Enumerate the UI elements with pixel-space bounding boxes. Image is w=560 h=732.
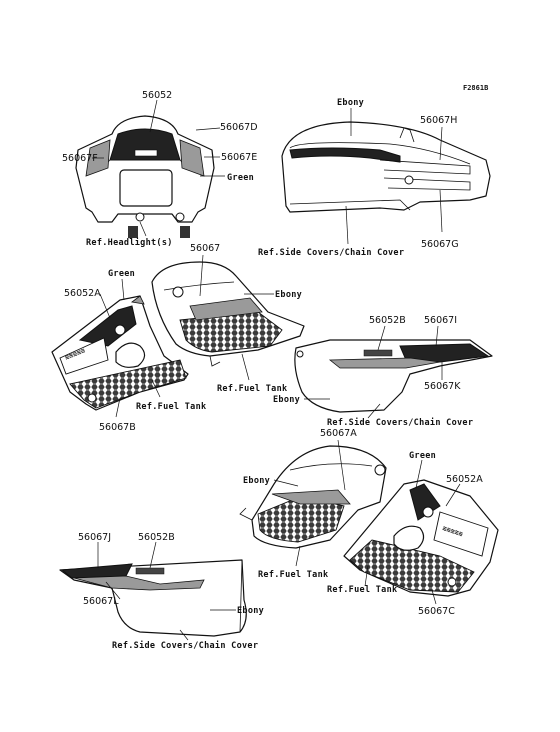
leader-56052B-right [377,325,386,351]
label-56067C: 56067C [418,606,455,617]
headlight-cowl [75,115,215,238]
leader-ref-fuel-tank-1 [241,353,250,381]
tank-shroud-upper [151,261,305,367]
leader-56052B-left [149,541,157,569]
radiator-shroud-right: ≋≋≋≋≋ [343,479,499,597]
label-56052B-right: 56052B [369,315,406,326]
label-56067A: 56067A [320,428,357,439]
label-ref-side-mid: Ref.Side Covers/Chain Cover [327,417,473,428]
label-green-headlight: Green [227,173,254,183]
label-ebony-side-left: Ebony [237,606,264,616]
leader-ref-fuel-tank-4 [364,565,369,587]
leader-56052A-left [99,293,111,319]
label-56067I: 56067I [424,315,457,326]
label-56067B: 56067B [99,422,136,433]
leader-56067B [115,397,121,418]
leader-ref-fuel-tank-3 [295,545,301,567]
leader-ref-fuel-tank-2 [151,379,161,398]
label-ref-fuel-tank-2: Ref.Fuel Tank [136,402,206,412]
label-ebony-tank-left: Ebony [275,290,302,300]
diagram-code: F2861B [463,84,488,92]
label-56067F: 56067F [62,153,98,164]
label-56067L: 56067L [83,596,119,607]
leader-ebony-tank-right [273,479,299,487]
label-56067H: 56067H [420,115,457,126]
leader-56052-top [149,99,158,133]
label-56067D: 56067D [220,122,258,133]
label-56067G: 56067G [421,239,459,250]
label-56052A-right: 56052A [446,474,483,485]
leader-green-left [121,278,125,301]
label-56067J: 56067J [78,532,111,543]
label-ebony-side-right: Ebony [273,395,300,405]
tank-shroud-right [239,445,387,549]
label-56052B-left: 56052B [138,532,175,543]
leader-56052A-right [445,483,461,507]
leader-56067L [105,581,121,600]
leader-ref-side-top [345,205,349,245]
label-ref-side-bottom: Ref.Side Covers/Chain Cover [112,640,258,651]
label-ref-side-top: Ref.Side Covers/Chain Cover [258,247,404,258]
side-cover-right [294,339,493,413]
leader-56067D [195,127,221,131]
label-56052-top: 56052 [142,90,172,101]
label-green-left: Green [108,269,135,279]
leader-56067A [337,439,346,491]
leader-green-right [415,459,423,489]
label-ref-fuel-tank-1: Ref.Fuel Tank [217,384,287,394]
label-56067K: 56067K [424,381,461,392]
label-ebony-seat: Ebony [337,98,364,108]
leader-56067G [439,189,443,233]
leader-56067H [439,126,443,161]
leader-56067 [199,254,204,297]
label-56067: 56067 [190,243,220,254]
leader-56067C [431,589,437,605]
leader-ref-side-bottom [179,629,189,641]
rear-cowl [281,121,491,213]
label-green-right: Green [409,451,436,461]
label-56067E: 56067E [221,152,257,163]
label-56052A-left: 56052A [64,288,101,299]
leader-ref-headlight [139,221,147,237]
label-ebony-tank-right: Ebony [243,476,270,486]
side-cover-left [59,559,247,637]
label-ref-fuel-tank-4: Ref.Fuel Tank [327,585,397,595]
radiator-shroud-left: ≋≋≋≋≋ [51,295,189,411]
leader-ref-side-mid [367,403,381,419]
leader-56067I [435,325,439,347]
label-ref-headlight: Ref.Headlight(s) [86,237,173,248]
label-ref-fuel-tank-3: Ref.Fuel Tank [258,570,328,580]
